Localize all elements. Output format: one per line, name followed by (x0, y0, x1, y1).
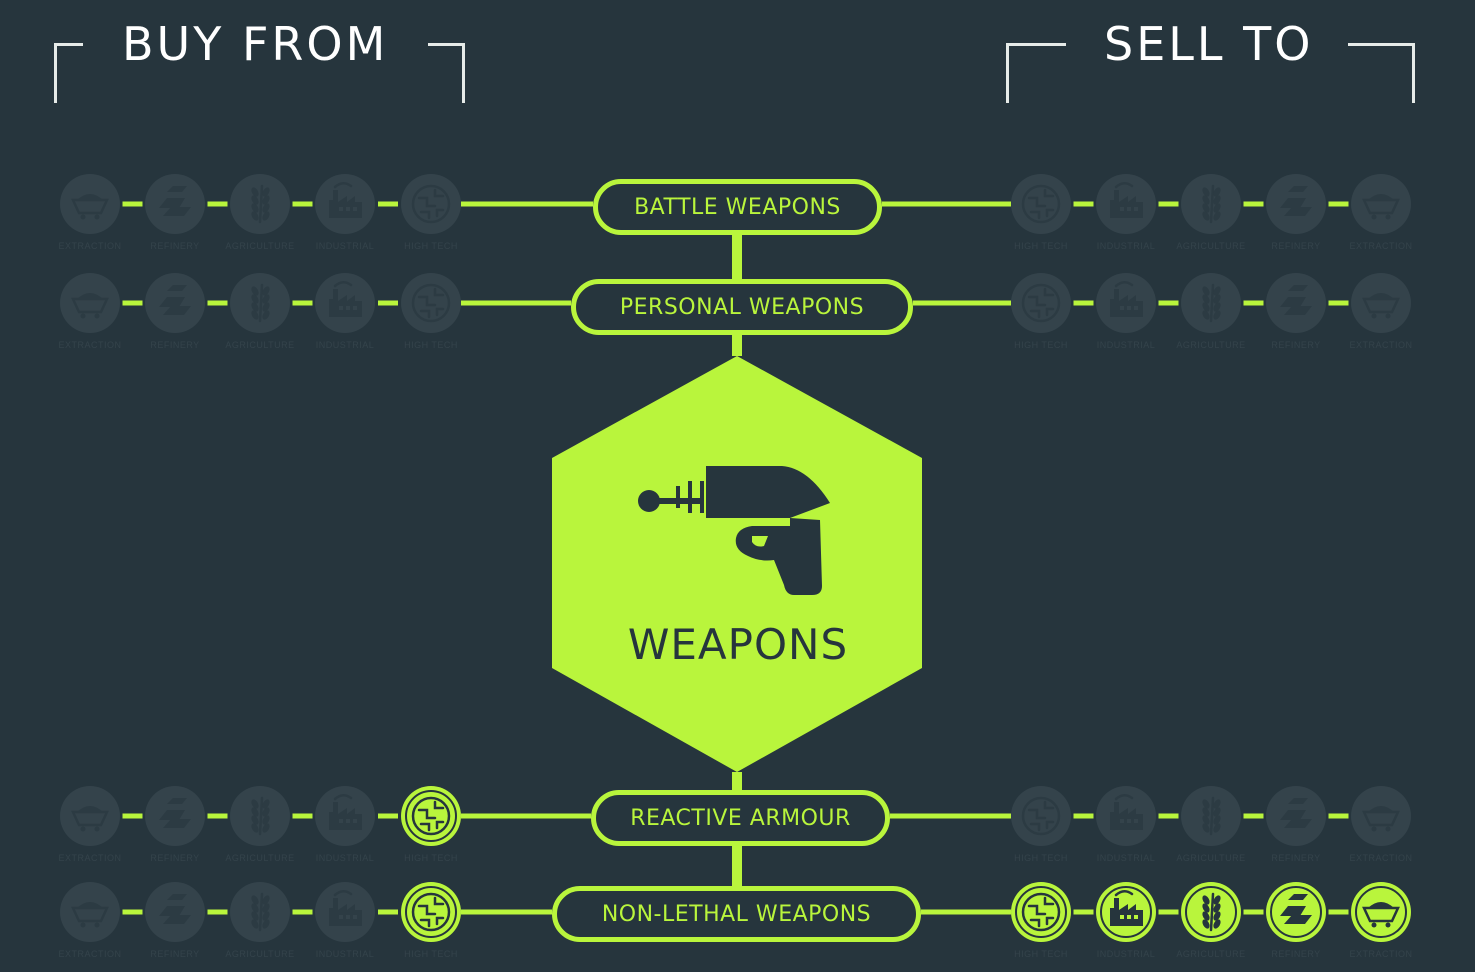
factory-icon (1096, 882, 1156, 942)
mine-cart-icon (1351, 786, 1411, 846)
icon-label-extraction: EXTRACTION (1349, 340, 1413, 350)
icon-label-high-tech: HIGH TECH (1014, 241, 1068, 251)
circuit-icon (401, 786, 461, 846)
icon-label-refinery: REFINERY (1271, 241, 1321, 251)
circuit-icon (1011, 882, 1071, 942)
factory-icon (315, 882, 375, 942)
icon-label-agriculture: AGRICULTURE (225, 340, 295, 350)
icon-label-industrial: INDUSTRIAL (1096, 340, 1156, 350)
wheat-icon (1181, 174, 1241, 234)
category-hexagon (552, 356, 922, 772)
ray-gun-icon (638, 466, 830, 595)
buy-bracket-right (428, 43, 465, 103)
icon-label-industrial: INDUSTRIAL (315, 340, 375, 350)
factory-icon (315, 174, 375, 234)
product-pill-non-lethal-weapons[interactable]: NON-LETHAL WEAPONS (552, 886, 921, 942)
icon-label-refinery: REFINERY (1271, 853, 1321, 863)
icon-label-high-tech: HIGH TECH (404, 949, 458, 959)
icon-label-refinery: REFINERY (150, 241, 200, 251)
icon-label-high-tech: HIGH TECH (404, 853, 458, 863)
factory-icon (1096, 273, 1156, 333)
gold-bars-icon (1266, 882, 1326, 942)
icon-label-high-tech: HIGH TECH (1014, 340, 1068, 350)
icon-label-extraction: EXTRACTION (58, 241, 122, 251)
mine-cart-icon (1351, 273, 1411, 333)
factory-icon (1096, 786, 1156, 846)
icon-label-industrial: INDUSTRIAL (315, 241, 375, 251)
mine-cart-icon (60, 174, 120, 234)
mine-cart-icon (60, 273, 120, 333)
mine-cart-icon (1351, 882, 1411, 942)
icon-label-extraction: EXTRACTION (1349, 853, 1413, 863)
icon-label-extraction: EXTRACTION (58, 949, 122, 959)
wheat-icon (230, 882, 290, 942)
icon-label-agriculture: AGRICULTURE (1176, 241, 1246, 251)
sell-bracket-right (1348, 43, 1415, 103)
wheat-icon (230, 174, 290, 234)
icon-label-agriculture: AGRICULTURE (1176, 949, 1246, 959)
wheat-icon (1181, 786, 1241, 846)
icon-label-high-tech: HIGH TECH (1014, 853, 1068, 863)
icon-label-industrial: INDUSTRIAL (1096, 949, 1156, 959)
gold-bars-icon (145, 786, 205, 846)
product-pill-battle-weapons[interactable]: BATTLE WEAPONS (593, 179, 882, 235)
gold-bars-icon (1266, 174, 1326, 234)
category-title: WEAPONS (627, 620, 849, 669)
buy-bracket-left (54, 43, 83, 103)
product-pill-reactive-armour[interactable]: REACTIVE ARMOUR (591, 790, 890, 846)
gold-bars-icon (1266, 786, 1326, 846)
icon-label-agriculture: AGRICULTURE (225, 853, 295, 863)
icon-label-industrial: INDUSTRIAL (1096, 241, 1156, 251)
factory-icon (315, 273, 375, 333)
icon-label-refinery: REFINERY (150, 853, 200, 863)
wheat-icon (230, 273, 290, 333)
wheat-icon (1181, 273, 1241, 333)
mine-cart-icon (60, 882, 120, 942)
mine-cart-icon (60, 786, 120, 846)
factory-icon (1096, 174, 1156, 234)
product-pill-personal-weapons[interactable]: PERSONAL WEAPONS (571, 279, 913, 335)
icon-label-extraction: EXTRACTION (58, 340, 122, 350)
circuit-icon (1011, 786, 1071, 846)
wheat-icon (1181, 882, 1241, 942)
icon-label-refinery: REFINERY (150, 340, 200, 350)
icon-label-refinery: REFINERY (1271, 340, 1321, 350)
circuit-icon (1011, 273, 1071, 333)
icon-label-refinery: REFINERY (150, 949, 200, 959)
icon-label-agriculture: AGRICULTURE (225, 241, 295, 251)
icon-label-agriculture: AGRICULTURE (225, 949, 295, 959)
icon-label-extraction: EXTRACTION (58, 853, 122, 863)
icon-label-industrial: INDUSTRIAL (315, 949, 375, 959)
icon-label-extraction: EXTRACTION (1349, 949, 1413, 959)
factory-icon (315, 786, 375, 846)
wheat-icon (230, 786, 290, 846)
sell-to-heading: SELL TO (1104, 17, 1314, 71)
icon-label-high-tech: HIGH TECH (404, 340, 458, 350)
circuit-icon (401, 882, 461, 942)
icon-label-agriculture: AGRICULTURE (1176, 340, 1246, 350)
icon-label-refinery: REFINERY (1271, 949, 1321, 959)
buy-from-heading: BUY FROM (122, 17, 389, 71)
icon-label-industrial: INDUSTRIAL (1096, 853, 1156, 863)
circuit-icon (401, 174, 461, 234)
icon-label-industrial: INDUSTRIAL (315, 853, 375, 863)
gold-bars-icon (1266, 273, 1326, 333)
gold-bars-icon (145, 273, 205, 333)
sell-bracket-left (1006, 43, 1066, 103)
circuit-icon (1011, 174, 1071, 234)
icon-label-high-tech: HIGH TECH (1014, 949, 1068, 959)
circuit-icon (401, 273, 461, 333)
mine-cart-icon (1351, 174, 1411, 234)
icon-label-high-tech: HIGH TECH (404, 241, 458, 251)
gold-bars-icon (145, 174, 205, 234)
icon-label-agriculture: AGRICULTURE (1176, 853, 1246, 863)
icon-label-extraction: EXTRACTION (1349, 241, 1413, 251)
gold-bars-icon (145, 882, 205, 942)
